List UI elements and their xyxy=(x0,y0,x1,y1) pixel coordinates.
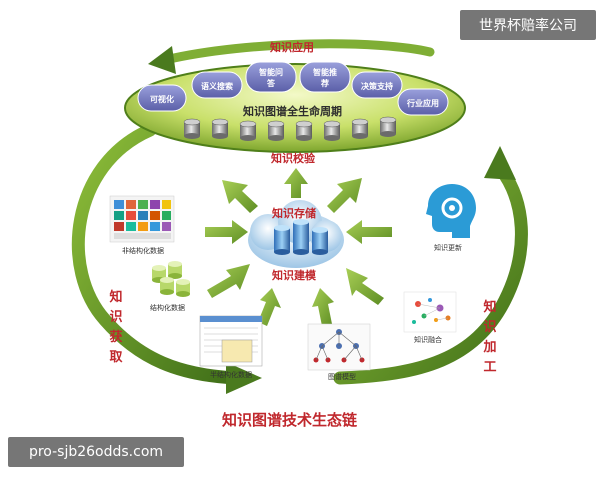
arrow-right xyxy=(346,220,392,244)
process-label: 知识加工 xyxy=(483,300,497,376)
knowledge-fusion-caption: 知识融合 xyxy=(414,336,442,344)
cycle-arrow-right xyxy=(333,146,528,385)
structured-data-icon xyxy=(152,261,190,297)
arrow-left xyxy=(205,220,248,244)
arrow-topright xyxy=(327,178,362,213)
svg-text:答: 答 xyxy=(267,78,276,88)
graph-model-caption: 图谱模型 xyxy=(328,373,356,381)
svg-text:行业应用: 行业应用 xyxy=(406,98,439,108)
watermark-bottom: pro-sjb26odds.com xyxy=(8,437,184,467)
arrow-bottomleft xyxy=(207,264,250,298)
svg-text:荐: 荐 xyxy=(320,78,329,88)
svg-text:智能问: 智能问 xyxy=(259,67,283,77)
knowledge-db-icon xyxy=(274,219,328,255)
svg-text:智能推: 智能推 xyxy=(313,67,337,77)
knowledge-fusion-icon xyxy=(403,291,457,333)
cycle-arrow-left xyxy=(71,123,262,394)
unstructured-data-icon xyxy=(109,195,175,243)
knowledge-update-icon xyxy=(426,184,476,238)
unstructured-data-caption: 非结构化数据 xyxy=(122,247,164,255)
app-pill-semantic-search: 语义搜索 xyxy=(191,71,243,99)
acquire-label: 知识获取 xyxy=(109,290,123,366)
ecosystem-title: 知识图谱技术生态链 xyxy=(222,411,358,429)
graph-model-icon xyxy=(307,323,371,371)
platform-storage-cylinders xyxy=(183,116,397,141)
cycle-arrow-top xyxy=(148,39,435,74)
knowledge-update-caption: 知识更新 xyxy=(434,244,462,252)
semistructured-data-caption: 半结构化数据 xyxy=(210,371,252,379)
modeling-label: 知识建模 xyxy=(272,269,316,282)
svg-text:语义搜索: 语义搜索 xyxy=(201,81,233,91)
app-pill-industry: 行业应用 xyxy=(397,88,449,116)
verify-label: 知识校验 xyxy=(271,152,315,165)
platform-label: 知识图谱全生命周期 xyxy=(243,105,342,118)
arrow-bottomcenter-left xyxy=(258,288,281,326)
watermark-top: 世界杯赔率公司 xyxy=(460,10,596,40)
storage-label: 知识存储 xyxy=(272,207,316,220)
svg-text:决策支持: 决策支持 xyxy=(361,81,393,91)
app-pill-visualization: 可视化 xyxy=(137,84,187,112)
arrow-bottomcenter-right xyxy=(312,288,334,326)
arrow-verify-up xyxy=(284,168,308,198)
arrow-bottomright xyxy=(346,268,384,305)
app-layer-label: 知识应用 xyxy=(270,41,314,54)
svg-text:可视化: 可视化 xyxy=(150,94,174,104)
arrow-topleft xyxy=(222,180,258,213)
structured-data-caption: 结构化数据 xyxy=(150,304,185,312)
semistructured-data-icon xyxy=(199,315,263,367)
app-pill-decision: 决策支持 xyxy=(351,71,403,99)
